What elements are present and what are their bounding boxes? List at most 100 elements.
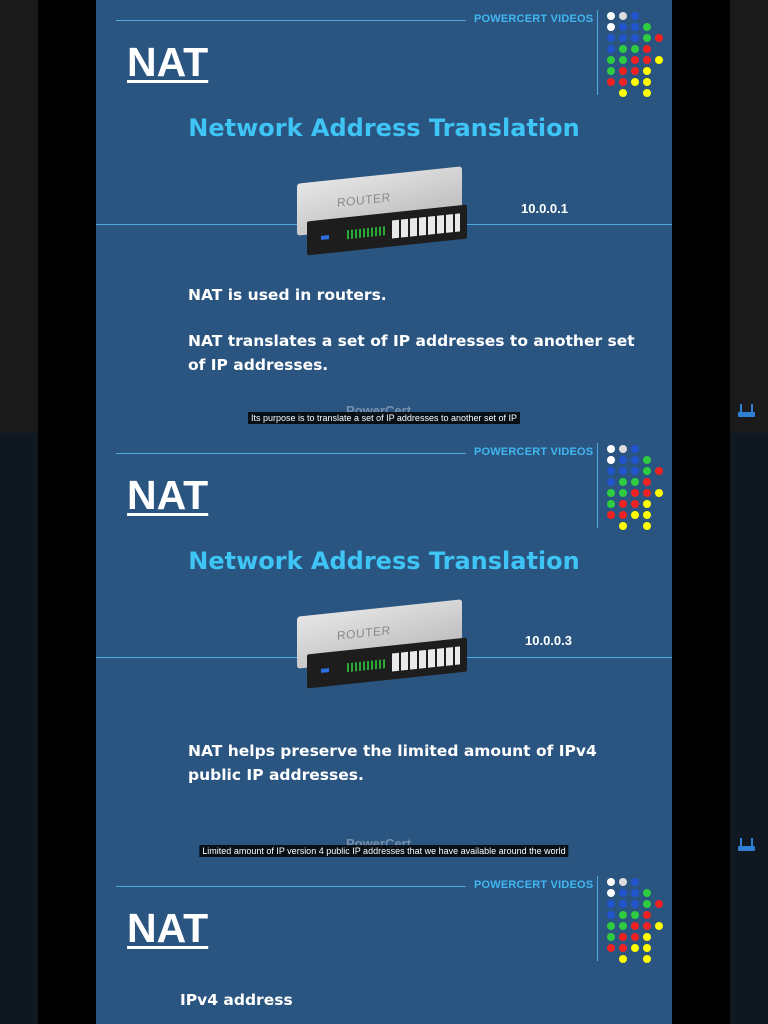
logo-dot xyxy=(619,78,627,86)
logo-dot xyxy=(643,889,651,897)
logo-dot xyxy=(607,878,615,886)
ip-address-label: 10.0.0.3 xyxy=(525,633,572,648)
router-icon[interactable] xyxy=(737,838,757,852)
logo-dot xyxy=(643,45,651,53)
logo-dot xyxy=(643,23,651,31)
logo-dot xyxy=(619,67,627,75)
page-title: NAT xyxy=(127,905,209,951)
logo-dot xyxy=(619,23,627,31)
logo-dot xyxy=(607,23,615,31)
logo-dot xyxy=(607,12,615,20)
logo-dot xyxy=(607,45,615,53)
video-frame-3[interactable]: POWERCERT VIDEOS NAT IPv4 address xyxy=(96,866,672,1024)
logo-dot xyxy=(655,56,663,64)
slide-subtitle: Network Address Translation xyxy=(188,547,580,575)
logo-dot xyxy=(619,489,627,497)
video-frame-2[interactable]: POWERCERT VIDEOS NAT Network Address Tra… xyxy=(96,433,672,866)
logo-dot xyxy=(607,456,615,464)
logo-dot xyxy=(631,445,639,453)
logo-dot xyxy=(631,500,639,508)
logo-dot xyxy=(643,955,651,963)
logo-dot xyxy=(631,489,639,497)
logo-dot xyxy=(619,889,627,897)
bullet-item: NAT is used in routers. xyxy=(188,286,387,304)
page-title: NAT xyxy=(127,472,209,518)
router-icon[interactable] xyxy=(737,404,757,418)
logo-dot xyxy=(607,56,615,64)
logo-dot xyxy=(607,445,615,453)
logo-dot xyxy=(643,489,651,497)
logo-dot xyxy=(655,922,663,930)
logo-dot xyxy=(655,467,663,475)
video-frame-1[interactable]: POWERCERT VIDEOS NAT Network Address Tra… xyxy=(96,0,672,433)
logo-dot xyxy=(607,511,615,519)
logo-dot xyxy=(643,478,651,486)
logo-dot xyxy=(655,900,663,908)
logo-dot xyxy=(655,34,663,42)
divider xyxy=(597,443,598,528)
logo-dot xyxy=(607,478,615,486)
subtitle-caption: Its purpose is to translate a set of IP … xyxy=(248,412,520,424)
logo-dot xyxy=(619,955,627,963)
logo-dot xyxy=(607,500,615,508)
logo-dot xyxy=(619,45,627,53)
logo-dot xyxy=(643,67,651,75)
logo-dot xyxy=(643,34,651,42)
logo-dot xyxy=(607,900,615,908)
logo-dot xyxy=(619,478,627,486)
brand-label: POWERCERT VIDEOS xyxy=(474,879,594,891)
logo-dot xyxy=(631,878,639,886)
logo-dot xyxy=(631,67,639,75)
page-title: NAT xyxy=(127,39,209,85)
logo-dot xyxy=(619,911,627,919)
divider xyxy=(116,20,466,21)
logo-dot xyxy=(619,445,627,453)
logo-dot xyxy=(619,944,627,952)
logo-dot xyxy=(607,922,615,930)
bullet-item: NAT helps preserve the limited amount of… xyxy=(188,742,597,784)
logo-dot xyxy=(607,78,615,86)
logo-dot xyxy=(619,467,627,475)
bullet-list: IPv4 address xyxy=(180,988,630,1024)
logo-dot xyxy=(631,478,639,486)
brand-label: POWERCERT VIDEOS xyxy=(474,13,594,25)
logo-dot xyxy=(619,12,627,20)
brand-label: POWERCERT VIDEOS xyxy=(474,446,594,458)
logo-dot xyxy=(631,511,639,519)
divider xyxy=(597,10,598,95)
logo-dot xyxy=(631,944,639,952)
logo-dot xyxy=(631,911,639,919)
logo-dot xyxy=(631,56,639,64)
logo-dot xyxy=(643,511,651,519)
logo-dot xyxy=(619,456,627,464)
divider xyxy=(116,886,466,887)
logo-dot xyxy=(643,944,651,952)
bullet-item: IPv4 address xyxy=(180,991,293,1009)
router-image: ROUTER xyxy=(297,166,467,267)
logo-dot xyxy=(631,78,639,86)
logo-dot xyxy=(631,23,639,31)
logo-dot xyxy=(643,56,651,64)
logo-dot xyxy=(631,12,639,20)
divider xyxy=(116,453,466,454)
logo-dot xyxy=(643,911,651,919)
logo-dot xyxy=(643,500,651,508)
logo-dot xyxy=(643,456,651,464)
logo-dot xyxy=(619,900,627,908)
logo-dot xyxy=(631,467,639,475)
logo-dot xyxy=(631,933,639,941)
logo-dot xyxy=(643,900,651,908)
logo-dot xyxy=(631,900,639,908)
logo-dot xyxy=(607,67,615,75)
logo-dot xyxy=(607,34,615,42)
logo-dot xyxy=(631,34,639,42)
logo-dot xyxy=(631,456,639,464)
logo-dot xyxy=(619,933,627,941)
logo-dot xyxy=(607,933,615,941)
bullet-item: NAT translates a set of IP addresses to … xyxy=(188,332,635,374)
logo-dot xyxy=(619,878,627,886)
logo-dot xyxy=(655,489,663,497)
logo-dot xyxy=(607,489,615,497)
logo-dot xyxy=(607,467,615,475)
logo-dot xyxy=(619,922,627,930)
